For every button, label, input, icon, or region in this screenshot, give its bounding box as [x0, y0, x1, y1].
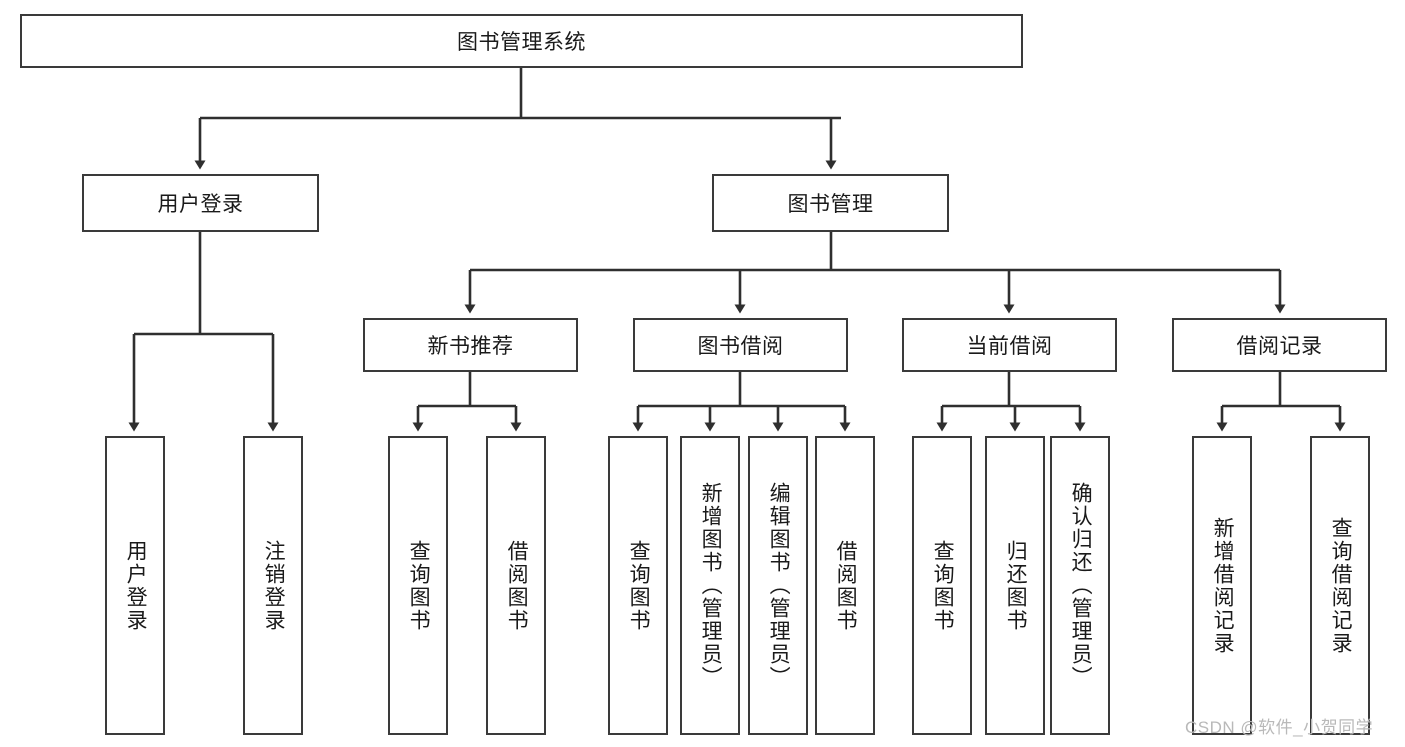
node-leaf-edit-book-admin[interactable]: 编辑图书（管理员） — [748, 436, 808, 735]
node-leaf-query-books-1[interactable]: 查询图书 — [388, 436, 448, 735]
node-leaf-query-books-3[interactable]: 查询图书 — [912, 436, 972, 735]
node-leaf-query-borrow-record[interactable]: 查询借阅记录 — [1310, 436, 1370, 735]
node-new-book-recommend[interactable]: 新书推荐 — [363, 318, 578, 372]
node-leaf-confirm-return-admin[interactable]: 确认归还（管理员） — [1050, 436, 1110, 735]
node-leaf-add-book-admin[interactable]: 新增图书（管理员） — [680, 436, 740, 735]
node-leaf-borrow-books-1[interactable]: 借阅图书 — [486, 436, 546, 735]
node-leaf-query-books-2[interactable]: 查询图书 — [608, 436, 668, 735]
node-borrow-record[interactable]: 借阅记录 — [1172, 318, 1387, 372]
node-leaf-user-login[interactable]: 用户登录 — [105, 436, 165, 735]
node-leaf-add-borrow-record[interactable]: 新增借阅记录 — [1192, 436, 1252, 735]
node-leaf-return-books[interactable]: 归还图书 — [985, 436, 1045, 735]
node-leaf-user-logout[interactable]: 注销登录 — [243, 436, 303, 735]
watermark: CSDN @软件_小贺同学 — [1185, 718, 1374, 737]
node-current-borrow[interactable]: 当前借阅 — [902, 318, 1117, 372]
node-leaf-borrow-books-2[interactable]: 借阅图书 — [815, 436, 875, 735]
node-user-login[interactable]: 用户登录 — [82, 174, 319, 232]
node-root[interactable]: 图书管理系统 — [20, 14, 1023, 68]
node-book-management[interactable]: 图书管理 — [712, 174, 949, 232]
node-book-borrow[interactable]: 图书借阅 — [633, 318, 848, 372]
